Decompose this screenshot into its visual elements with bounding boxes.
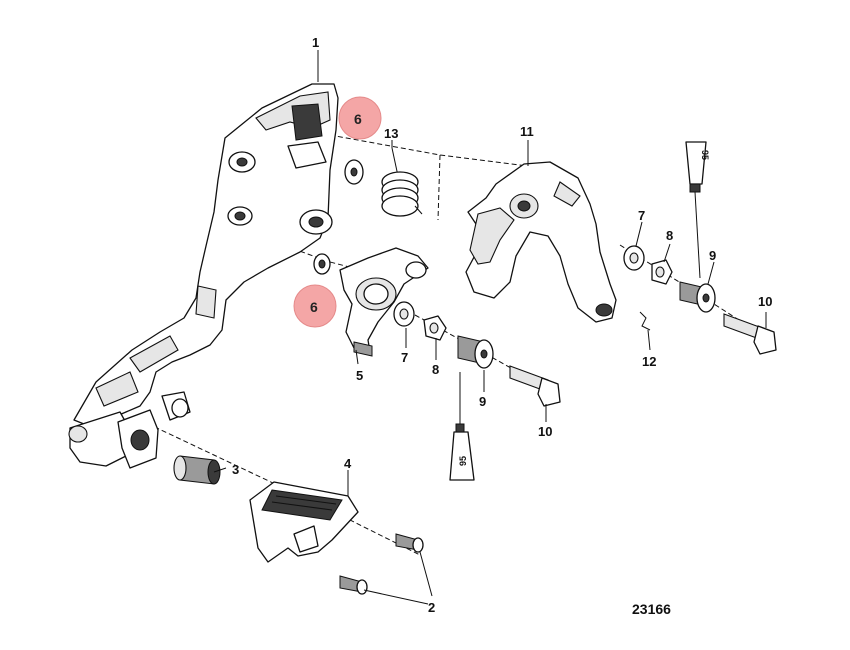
highlight-circle-upper (338, 96, 382, 140)
callout-8-right: 8 (666, 228, 673, 243)
part-7-washer-left (393, 301, 415, 327)
part-9-pin-right (679, 281, 716, 313)
callout-9-left: 9 (479, 394, 486, 409)
callout-13: 13 (384, 126, 398, 141)
part-3-bushing (173, 455, 221, 485)
callout-7-right: 7 (638, 208, 645, 223)
callout-12: 12 (642, 354, 656, 369)
part-4-pad (249, 481, 359, 563)
part-5-lever (339, 247, 429, 357)
highlight-callouts (293, 96, 382, 328)
callout-10-left: 10 (538, 424, 552, 439)
part-2-screws (339, 533, 424, 595)
callout-8-left: 8 (432, 362, 439, 377)
callout-1: 1 (312, 35, 319, 50)
callout-labels: 1 2 3 4 5 6 6 7 7 8 8 9 9 10 10 11 12 13 (232, 35, 772, 615)
highlight-circle-lower (293, 284, 337, 328)
part-12-clip (639, 311, 651, 331)
callout-11: 11 (520, 124, 534, 139)
leader-lines (213, 50, 767, 605)
callout-4: 4 (344, 456, 352, 471)
callout-6-upper: 6 (354, 111, 362, 127)
part-7-washer-right (623, 245, 645, 271)
part-6-washer-upper (344, 159, 364, 185)
callout-5: 5 (356, 368, 363, 383)
grease-tube-upper: 95 (685, 141, 710, 279)
part-11-arm (465, 161, 617, 323)
part-10-bolt-right (723, 313, 777, 355)
part-1-main-bracket (68, 83, 339, 469)
part-9-pin-left (457, 335, 494, 369)
part-10-bolt-left (509, 365, 561, 407)
part-13-spring (381, 147, 423, 217)
part-8-clip-left (423, 315, 447, 341)
callout-10-right: 10 (758, 294, 772, 309)
callout-6-lower: 6 (310, 299, 318, 315)
callout-2: 2 (428, 600, 435, 615)
grease-tube-lower-label: 95 (458, 456, 468, 466)
callout-9-right: 9 (709, 248, 716, 263)
callout-3: 3 (232, 462, 239, 477)
part-6-washer-lower (313, 253, 331, 275)
grease-tube-lower: 95 (449, 372, 475, 481)
grease-tube-upper-label: 95 (700, 150, 710, 160)
callout-7-left: 7 (401, 350, 408, 365)
figure-id: 23166 (632, 601, 671, 617)
part-8-clip-right (651, 259, 673, 285)
